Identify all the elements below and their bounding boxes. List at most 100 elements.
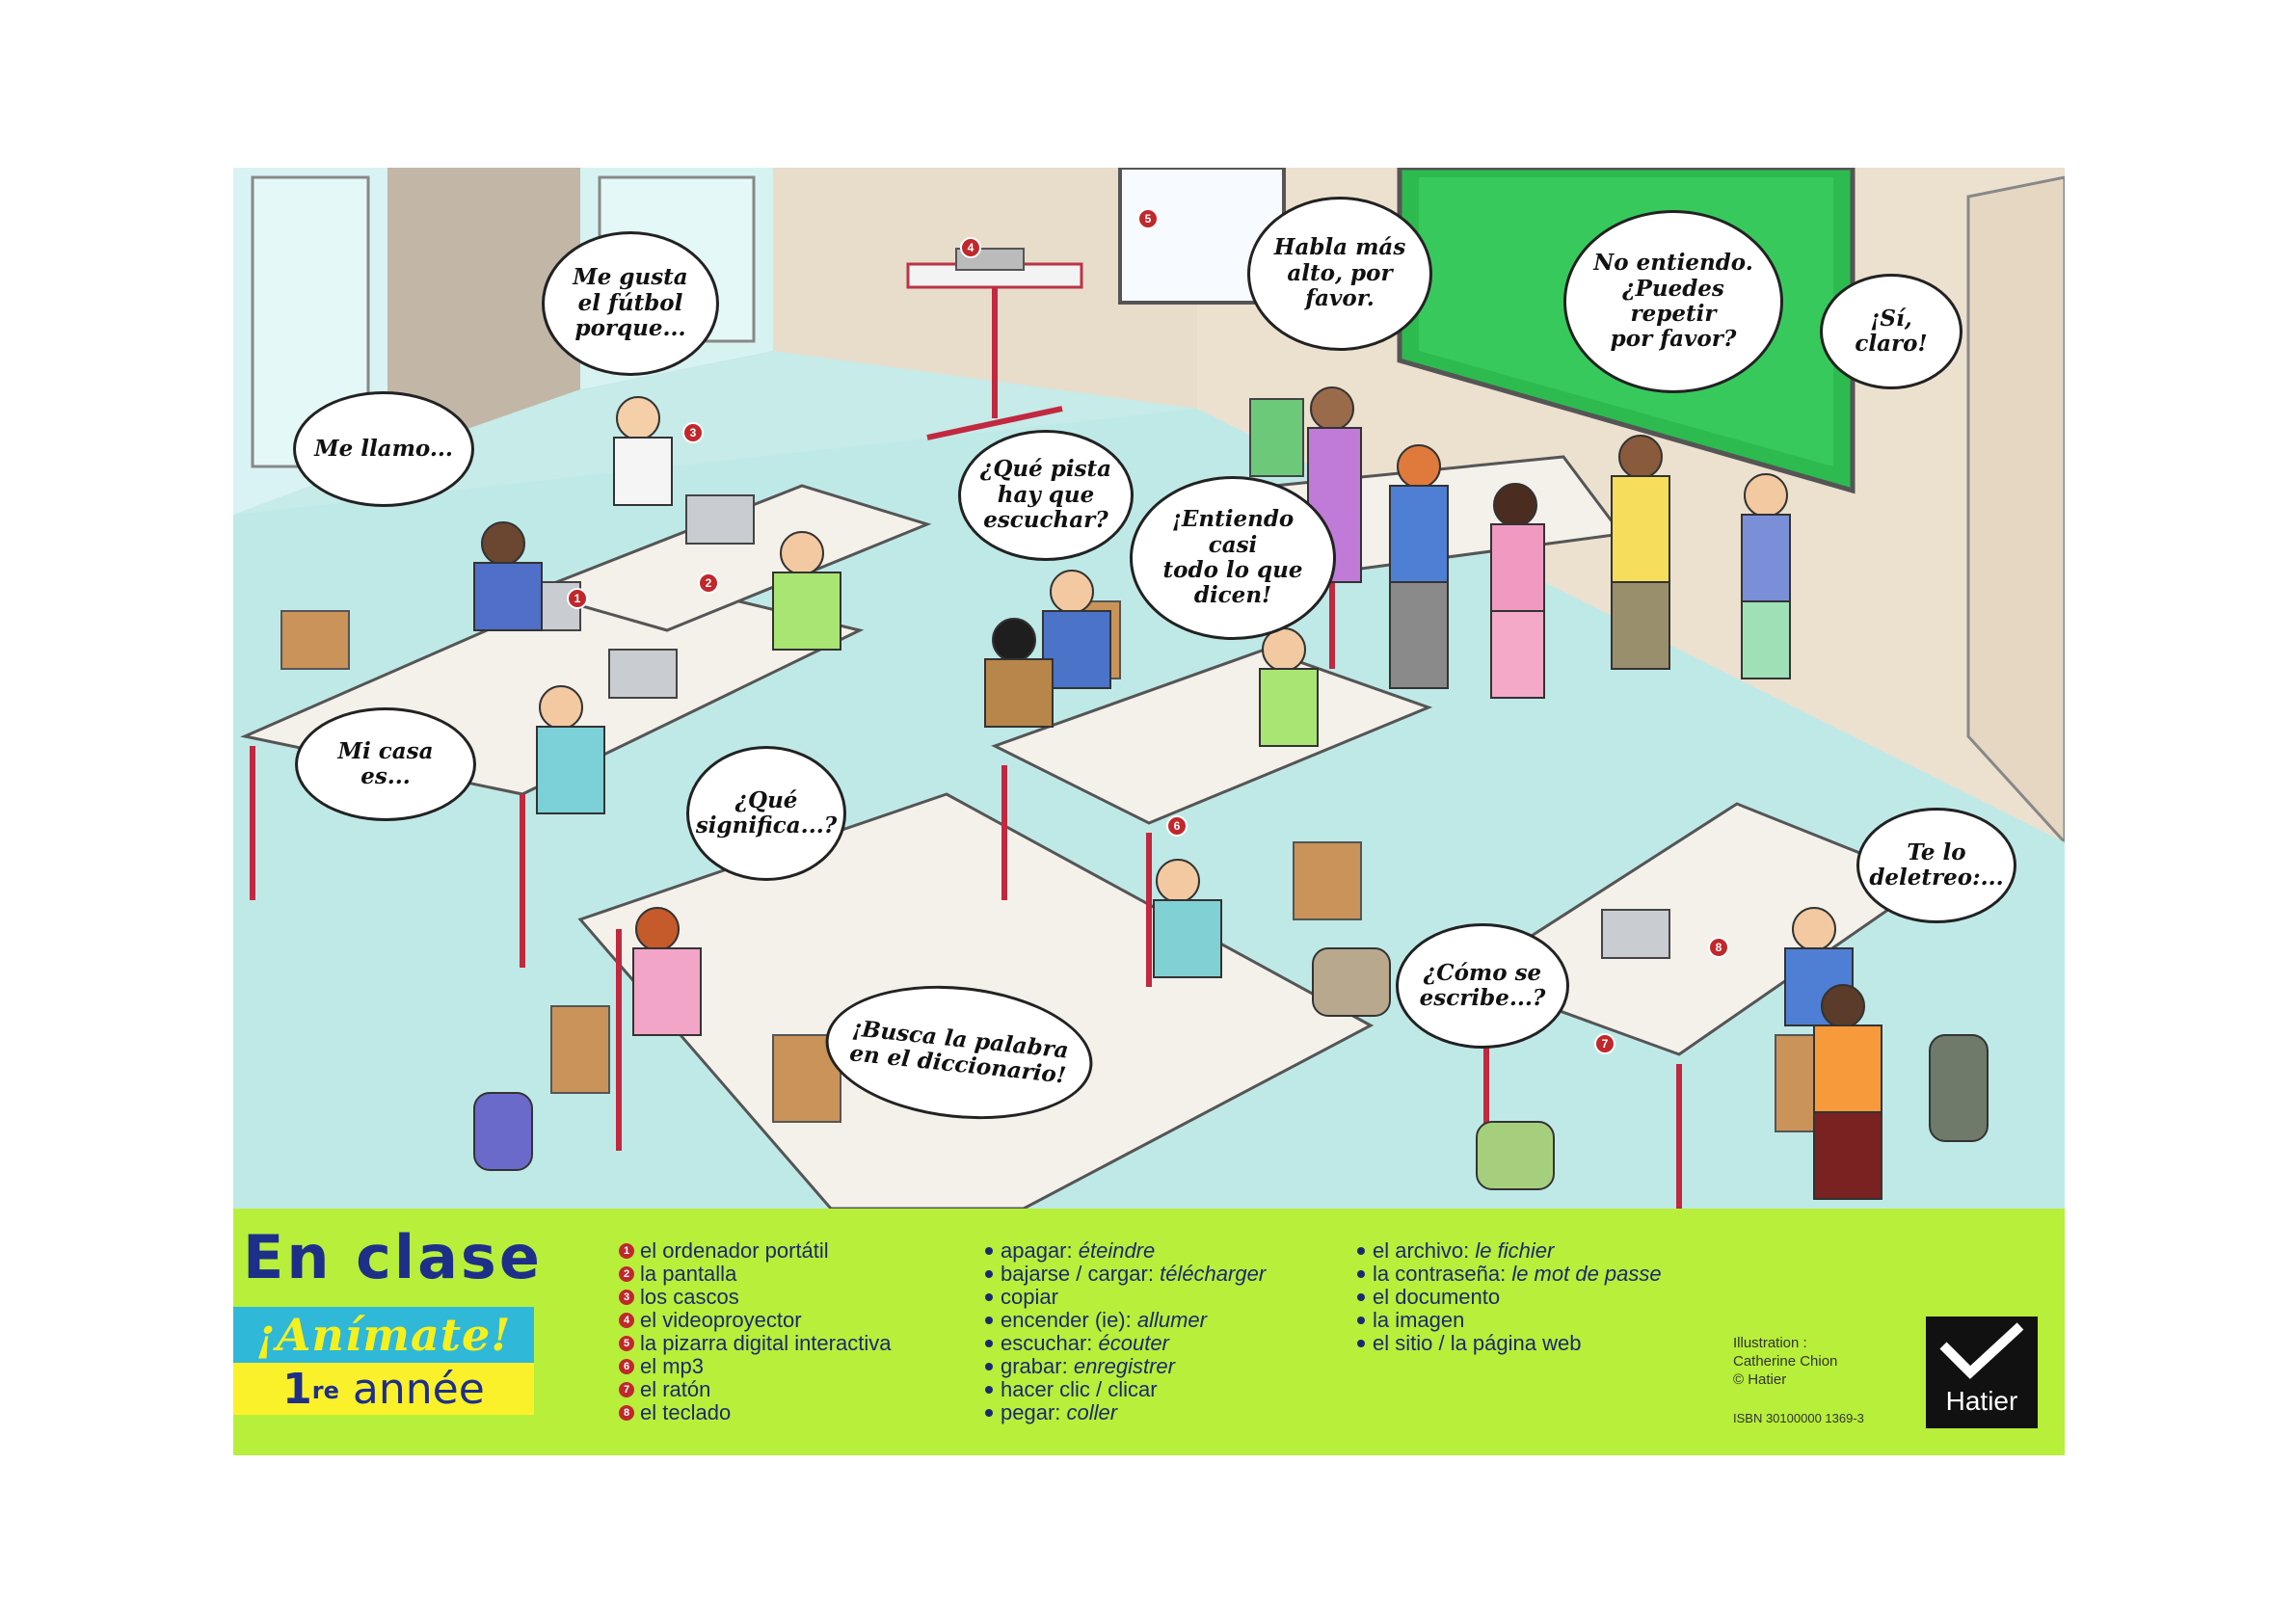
vocab-term: el documento [1373,1285,1501,1309]
vocab-translation: allumer [1131,1308,1207,1332]
year-number: 1 [282,1364,312,1414]
vocab-translation: enregistrer [1067,1354,1175,1378]
vocab-translation: écouter [1092,1331,1169,1355]
vocab-item: hacer clic / clicar [981,1378,1266,1401]
number-badge: 7 [619,1382,634,1397]
vocab-term: grabar: [1001,1354,1068,1378]
vocab-item: 7 el ratón [619,1378,891,1401]
vocab-item: 4 el videoproyector [619,1309,891,1332]
vocab-translation: le mot de passe [1506,1262,1662,1286]
vocab-term: bajarse / cargar: [1001,1262,1154,1286]
vocab-term: el ordenador portátil [640,1238,829,1263]
vocab-term: la pantalla [640,1262,737,1286]
bullet-icon [985,1340,993,1347]
vocab-item: 6 el mp3 [619,1355,891,1378]
speech-bubble-me-gusta-futbol: Me gusta el fútbol porque... [542,231,719,376]
page-title: En clase [243,1222,543,1292]
bullet-icon [985,1317,993,1324]
year-word: année [352,1364,485,1414]
marker-6: 6 [1166,815,1188,837]
speech-bubble-que-pista: ¿Qué pista hay que escuchar? [958,430,1134,561]
vocab-column-objects: 1 el ordenador portátil 2 la pantalla 3 los c… [619,1239,891,1424]
vocab-term: el teclado [640,1400,732,1424]
vocab-item: el sitio / la página web [1353,1332,1662,1355]
vocab-item: encender (ie): allumer [981,1309,1266,1332]
vocab-term: la imagen [1373,1308,1465,1332]
classroom-drawing [233,168,2065,1209]
vocab-item: grabar: enregistrer [981,1355,1266,1378]
marker-7: 7 [1594,1033,1615,1054]
vocab-item: el archivo: le fichier [1353,1239,1662,1263]
vocab-term: los cascos [640,1285,739,1309]
vocab-item: 5 la pizarra digital interactiva [619,1332,891,1355]
number-badge: 6 [619,1359,634,1374]
vocab-translation: éteindre [1072,1238,1156,1263]
vocab-item: la contraseña: le mot de passe [1353,1263,1662,1286]
bullet-icon [985,1386,993,1394]
number-badge: 5 [619,1336,634,1351]
vocab-term: el videoproyector [640,1308,802,1332]
bullet-icon [1357,1293,1365,1301]
marker-4: 4 [960,237,981,258]
bullet-icon [985,1409,993,1417]
speech-bubble-te-lo-deletreo: Te lo deletreo:... [1856,808,2016,923]
classroom-illustration: Me llamo... Me gusta el fútbol porque...… [233,168,2065,1209]
vocab-translation: télécharger [1153,1262,1267,1286]
vocab-item: pegar: coller [981,1401,1266,1424]
vocab-term: la pizarra digital interactiva [640,1331,892,1355]
vocab-term: el ratón [640,1377,711,1401]
speech-bubble-si-claro: ¡Sí, claro! [1820,274,1962,389]
number-badge: 1 [619,1243,634,1259]
bullet-icon [1357,1270,1365,1278]
isbn: ISBN 30100000 1369-3 [1733,1411,1864,1425]
vocab-term: el mp3 [640,1354,705,1378]
marker-3: 3 [682,422,704,443]
bullet-icon [985,1293,993,1301]
vocab-term: copiar [1001,1285,1058,1309]
bullet-icon [1357,1340,1365,1347]
number-badge: 3 [619,1290,634,1305]
speech-bubble-me-llamo: Me llamo... [293,391,474,507]
vocab-term: escuchar: [1001,1331,1093,1355]
speech-bubble-entiendo-casi-todo: ¡Entiendo casi todo lo que dicen! [1130,476,1336,640]
bullet-icon [1357,1317,1365,1324]
marker-2: 2 [698,572,719,594]
speech-bubble-no-entiendo: No entiendo. ¿Puedes repetir por favor? [1563,210,1783,393]
checkmark-icon [1939,1322,2024,1379]
vocab-item: 3 los cascos [619,1286,891,1309]
vocab-item: 1 el ordenador portátil [619,1239,891,1263]
marker-5: 5 [1137,208,1159,229]
number-badge: 4 [619,1313,634,1328]
vocab-item: bajarse / cargar: télécharger [981,1263,1266,1286]
year-suffix: re [311,1377,339,1404]
vocab-translation: coller [1060,1400,1118,1424]
publisher-name: Hatier [1945,1386,2018,1416]
vocab-item: copiar [981,1286,1266,1309]
speech-bubble-habla-mas-alto: Habla más alto, por favor. [1247,197,1432,351]
vocab-item: escuchar: écouter [981,1332,1266,1355]
vocab-term: apagar: [1001,1238,1073,1263]
vocab-item: el documento [1353,1286,1662,1309]
poster: Me llamo... Me gusta el fútbol porque...… [233,168,2065,1455]
brand-name: ¡Anímate! [233,1307,534,1363]
bullet-icon [985,1247,993,1255]
marker-8: 8 [1708,937,1729,958]
number-badge: 2 [619,1266,634,1282]
number-badge: 8 [619,1405,634,1421]
marker-1: 1 [567,588,588,609]
publisher-logo: Hatier [1926,1317,2038,1428]
vocab-term: la contraseña: [1373,1262,1507,1286]
speech-bubble-mi-casa-es: Mi casa es... [295,707,476,821]
vocab-item: la imagen [1353,1309,1662,1332]
vocab-item: 2 la pantalla [619,1263,891,1286]
speech-bubble-que-significa: ¿Qué significa...? [686,746,846,881]
bullet-icon [985,1363,993,1370]
vocab-term: encender (ie): [1001,1308,1132,1332]
vocab-term: el sitio / la página web [1373,1331,1582,1355]
bullet-icon [1357,1247,1365,1255]
